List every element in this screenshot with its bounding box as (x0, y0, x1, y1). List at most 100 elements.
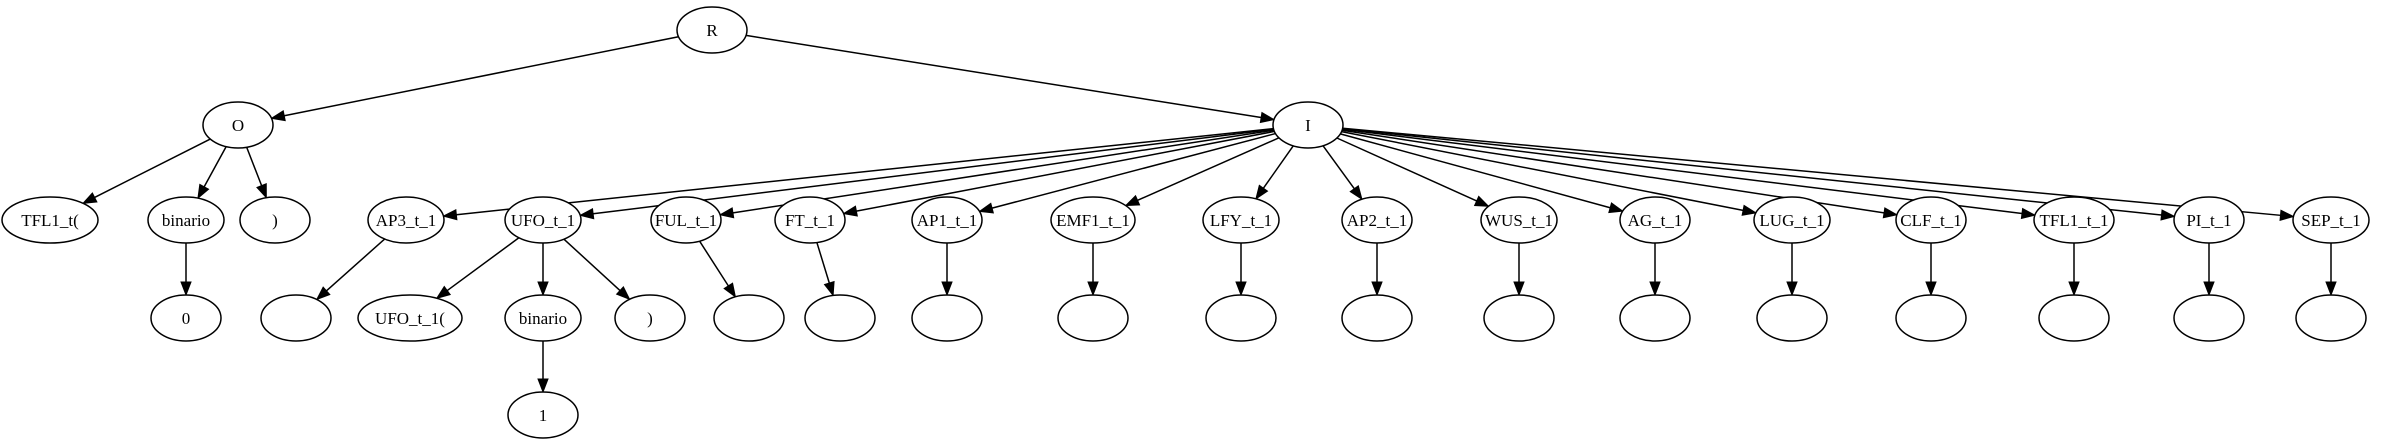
node-ellipse (1895, 294, 1967, 342)
node-lug-t-1: LUG_t_1 (1753, 196, 1831, 244)
edge-ufo-t-1-to-ufo-t-1-open (435, 237, 520, 300)
node-ful-t-1: FUL_t_1 (650, 196, 722, 244)
node-ft-child (804, 294, 876, 342)
node-label: ) (272, 211, 278, 230)
node-label: AP2_t_1 (1347, 211, 1407, 230)
edge-i-to-lfy-t-1 (1255, 145, 1294, 200)
node-tfl1-t-1: TFL1_t_1 (2033, 196, 2115, 244)
node-label: binario (519, 309, 567, 328)
arrowhead (1786, 281, 1798, 297)
edge-ful-t-1-to-ful-child (698, 240, 737, 298)
node-ellipse (367, 196, 445, 244)
node-clf-child (1895, 294, 1967, 342)
node-ellipse (1341, 196, 1413, 244)
node-ellipse (150, 294, 222, 342)
edge-binario-1-to-one (537, 341, 549, 394)
node-ft-t-1: FT_t_1 (774, 196, 846, 244)
edge-o-to-tfl1-t-open (81, 138, 211, 204)
node-ellipse (1753, 196, 1831, 244)
edge-line (593, 128, 1274, 215)
node-sep-t-1: SEP_t_1 (2292, 196, 2370, 244)
arrowhead (315, 286, 331, 301)
node-ellipse (2173, 294, 2245, 342)
node-wus-t-1: WUS_t_1 (1480, 196, 1558, 244)
node-wus-child (1483, 294, 1555, 342)
edge-line (94, 138, 211, 199)
arrowhead (1235, 281, 1247, 297)
edge-ufo-t-1-to-binario-1 (537, 243, 549, 297)
node-label: PI_t_1 (2186, 211, 2231, 230)
node-ellipse (239, 196, 311, 244)
node-label: binario (162, 211, 210, 230)
arrowhead (1925, 281, 1937, 297)
node-ellipse (911, 196, 983, 244)
node-ellipse (774, 196, 846, 244)
arrowhead (1124, 194, 1141, 207)
edge-line (1336, 137, 1477, 202)
edge-i-to-wus-t-1 (1336, 137, 1490, 207)
edge-line (563, 238, 621, 292)
node-zero: 0 (150, 294, 222, 342)
node-ellipse (507, 391, 579, 439)
edge-i-to-tfl1-t-1 (1342, 128, 2037, 220)
edge-lug-t-1-to-lug-child (1786, 243, 1798, 297)
edge-line (1340, 133, 1611, 209)
arrowhead (2203, 281, 2215, 297)
node-pi-t-1: PI_t_1 (2173, 196, 2245, 244)
arrowhead (180, 281, 192, 297)
node-ellipse (713, 294, 785, 342)
node-ellipse (1480, 196, 1558, 244)
node-label: O (232, 116, 244, 135)
node-ellipse (504, 196, 582, 244)
node-paren-1: ) (614, 294, 686, 342)
node-tfl1-t-open: TFL1_t( (1, 196, 99, 244)
arrowhead (270, 110, 286, 122)
node-ap1-child (911, 294, 983, 342)
arrowhead (537, 378, 549, 394)
edge-line (991, 132, 1276, 209)
edge-r-to-i (745, 34, 1276, 124)
edge-i-to-ap2-t-1 (1322, 145, 1363, 201)
node-ful-child (713, 294, 785, 342)
edge-i-to-lug-t-1 (1341, 130, 1758, 216)
node-emf1-t-1: EMF1_t_1 (1050, 196, 1136, 244)
node-ellipse (2292, 196, 2370, 244)
node-label: LUG_t_1 (1759, 211, 1824, 230)
node-label: R (706, 21, 718, 40)
arrowhead (1087, 281, 1099, 297)
edge-line (698, 240, 729, 287)
arrowhead (435, 285, 452, 300)
node-ellipse (2295, 294, 2367, 342)
node-label: TFL1_t( (21, 211, 79, 230)
node-one: 1 (507, 391, 579, 439)
arrowhead (823, 280, 835, 297)
node-label: WUS_t_1 (1485, 211, 1553, 230)
node-label: EMF1_t_1 (1056, 211, 1130, 230)
edge-i-to-sep-t-1 (1342, 127, 2295, 221)
edge-o-to-binario-0 (197, 146, 227, 200)
arrowhead (1608, 202, 1625, 214)
edge-ft-t-1-to-ft-child (816, 242, 835, 297)
node-label: AP3_t_1 (376, 211, 436, 230)
edge-ap2-t-1-to-ap2-child (1371, 243, 1383, 297)
node-sep-child (2295, 294, 2367, 342)
edge-tfl1-t-1-to-tfl1-child (2068, 243, 2080, 297)
node-ap3-t-1: AP3_t_1 (367, 196, 445, 244)
edge-sep-t-1-to-sep-child (2325, 243, 2337, 297)
node-clf-t-1: CLF_t_1 (1895, 196, 1967, 244)
arrowhead (1349, 184, 1363, 201)
node-ellipse (1483, 294, 1555, 342)
node-label: AG_t_1 (1628, 211, 1683, 230)
arrowhead (842, 205, 858, 217)
edge-clf-t-1-to-clf-child (1925, 243, 1937, 297)
node-label: FT_t_1 (785, 211, 835, 230)
node-ag-child (1619, 294, 1691, 342)
edge-line (456, 127, 1274, 216)
node-ufo-t-1: UFO_t_1 (504, 196, 582, 244)
arrowhead (723, 282, 737, 298)
arrowhead (2279, 209, 2295, 221)
edge-line (245, 147, 263, 186)
edge-line (1342, 127, 2162, 216)
node-ellipse (2033, 196, 2115, 244)
node-ellipse (1205, 294, 1277, 342)
